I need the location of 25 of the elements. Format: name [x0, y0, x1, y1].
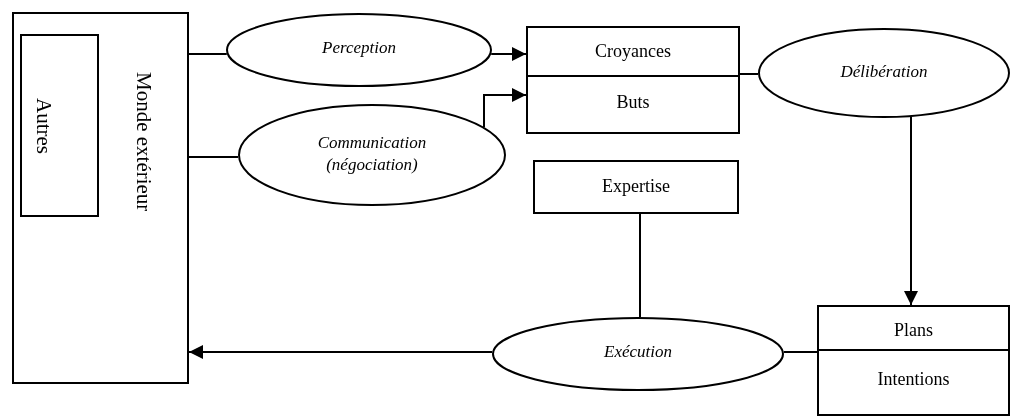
container-box: [12, 12, 189, 384]
node-label: Monde extérieur: [132, 72, 157, 214]
split-box: [526, 26, 740, 134]
connector-line: [188, 53, 228, 55]
node-label: Perception: [321, 38, 397, 58]
node-label: Communication (négociation): [316, 132, 428, 177]
node-label: Plans: [893, 320, 934, 341]
node-label: Autres: [32, 97, 57, 154]
connector-line: [188, 156, 240, 158]
arrow: [483, 88, 527, 128]
process-box: [20, 34, 99, 217]
arrow: [904, 115, 918, 306]
node-label: Délibération: [839, 62, 929, 82]
arrow: [188, 345, 494, 359]
connector-line: [739, 73, 760, 75]
connector-line: [639, 213, 641, 318]
node-label: Buts: [615, 92, 651, 113]
node-label: Expertise: [601, 176, 671, 197]
node-label: Croyances: [594, 41, 672, 62]
split-box: [817, 305, 1010, 416]
node-label: Intentions: [876, 369, 951, 390]
node-label: Exécution: [603, 342, 673, 362]
connector-line: [782, 351, 818, 353]
arrow: [490, 47, 527, 61]
process-box: [533, 160, 739, 214]
